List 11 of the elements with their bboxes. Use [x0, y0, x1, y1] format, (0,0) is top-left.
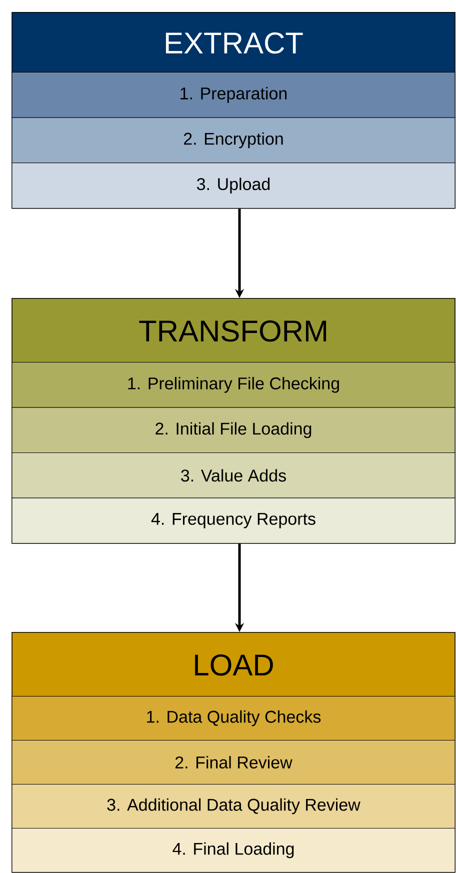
step-row: 3. Upload	[12, 162, 456, 208]
step-row: 3. Value Adds	[12, 452, 456, 498]
step-row: 4. Frequency Reports	[12, 498, 456, 544]
step-row: 4. Final Loading	[12, 828, 456, 872]
step-row: 2. Encryption	[12, 117, 456, 164]
step-row: 2. Initial File Loading	[12, 407, 456, 453]
step-row: 1. Data Quality Checks	[12, 696, 456, 740]
step-row: 2. Final Review	[12, 740, 456, 784]
step-row: 1. Preliminary File Checking	[12, 362, 456, 408]
step-row: 1. Preparation	[12, 72, 456, 118]
step-row: 3. Additional Data Quality Review	[12, 784, 456, 828]
